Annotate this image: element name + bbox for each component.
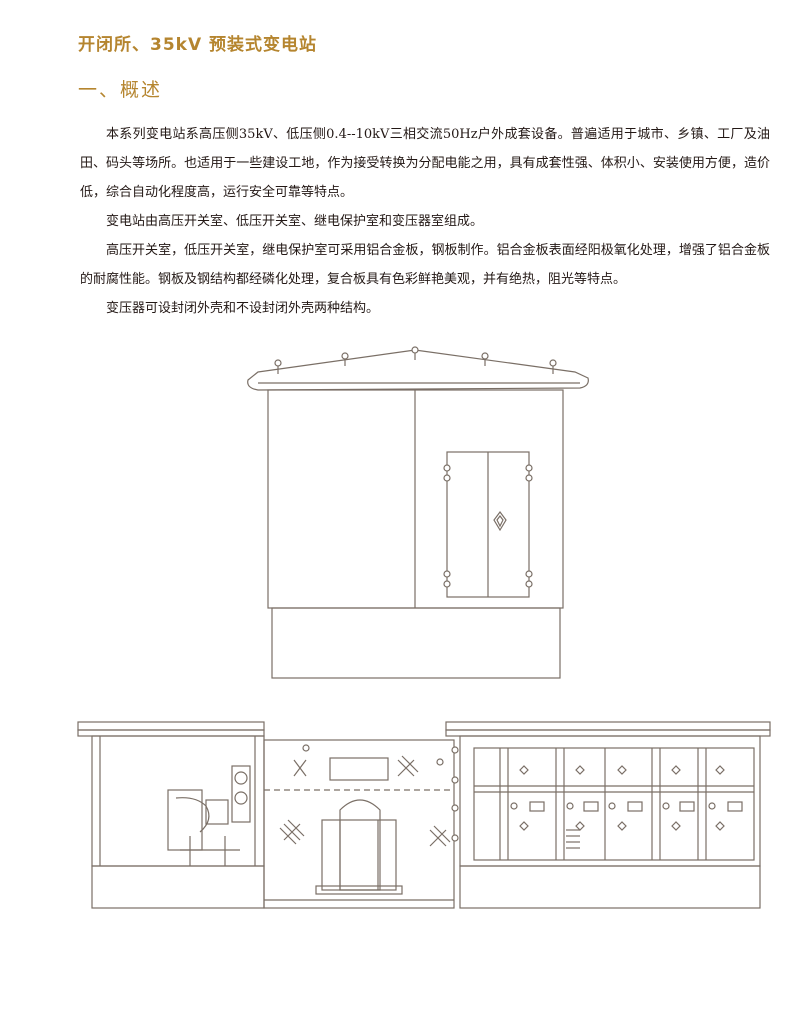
section-heading: 一、概述 bbox=[78, 79, 163, 101]
paragraph-1: 本系列变电站系高压侧35kV、低压侧0.4--10kV三相交流50Hz户外成套设… bbox=[80, 127, 770, 200]
page-title: 开闭所、35kV 预装式变电站 bbox=[78, 35, 318, 55]
paragraph-3: 高压开关室，低压开关室，继电保护室可采用铝合金板，钢板制作。铝合金板表面经阳极氧… bbox=[80, 243, 770, 287]
paragraph-2: 变电站由高压开关室、低压开关室、继电保护室和变压器室组成。 bbox=[106, 214, 484, 229]
substation-front-view bbox=[247, 346, 589, 679]
overview-text: 本系列变电站系高压侧35kV、低压侧0.4--10kV三相交流50Hz户外成套设… bbox=[80, 120, 770, 323]
substation-section-view bbox=[77, 721, 771, 909]
paragraph-4: 变压器可设封闭外壳和不设封闭外壳两种结构。 bbox=[106, 301, 380, 316]
